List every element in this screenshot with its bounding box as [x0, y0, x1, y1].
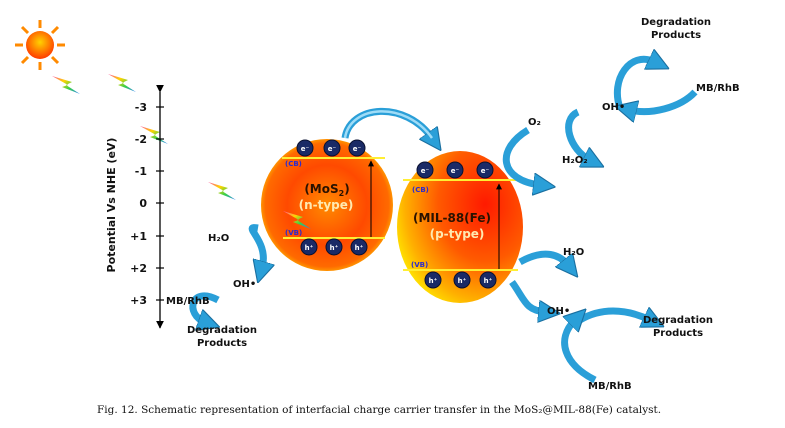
svg-text:e⁻: e⁻: [353, 145, 362, 153]
mil88-particle: (CB) (VB) (MIL-88(Fe) (p-type) e⁻ e⁻ e⁻ …: [397, 151, 523, 303]
pollutant-label: MB/RhB: [696, 83, 740, 94]
reaction-arrow: [189, 292, 218, 322]
hydroxyl-radical-label: OH•: [602, 102, 625, 113]
material-name: (MoS2): [304, 182, 349, 198]
svg-text:h⁺: h⁺: [458, 277, 467, 285]
electron: e⁻: [446, 161, 464, 179]
svg-text:e⁻: e⁻: [328, 145, 337, 153]
degradation-products-label: Products: [653, 328, 703, 339]
degradation-products-label: Products: [197, 338, 247, 349]
reaction-arrow: [509, 279, 545, 312]
reaction-arrow: [248, 224, 263, 268]
svg-text:e⁻: e⁻: [421, 167, 430, 175]
electron: e⁻: [323, 139, 341, 157]
degradation-products-label: Products: [651, 30, 701, 41]
electron-transfer-arrow: [341, 107, 432, 138]
electron: e⁻: [416, 161, 434, 179]
svg-text:h⁺: h⁺: [330, 244, 339, 252]
reaction-arrow: [578, 311, 650, 320]
hole: h⁺: [350, 238, 368, 256]
lightning-icon: [208, 182, 236, 200]
degradation-products-label: Degradation: [641, 17, 711, 28]
hole: h⁺: [325, 238, 343, 256]
axis-label: Potential Vs NHE (eV): [105, 138, 118, 273]
svg-text:h⁺: h⁺: [484, 277, 493, 285]
electron: e⁻: [296, 139, 314, 157]
electron: e⁻: [348, 139, 366, 157]
hydroxyl-radical-label: OH•: [547, 306, 570, 317]
h2o2-label: H₂O₂: [562, 155, 588, 166]
material-name: (MIL-88(Fe): [413, 211, 491, 225]
tick-label: -2: [135, 133, 147, 146]
vb-label: (VB): [411, 261, 428, 269]
hole: h⁺: [453, 271, 471, 289]
h2o-label: H₂O: [208, 233, 229, 244]
lightning-icon: [52, 76, 80, 94]
svg-text:h⁺: h⁺: [429, 277, 438, 285]
hole: h⁺: [300, 238, 318, 256]
oxygen-label: O₂: [528, 117, 541, 128]
cb-label: (CB): [412, 186, 429, 194]
svg-text:h⁺: h⁺: [305, 244, 314, 252]
reaction-arrow: [561, 320, 597, 384]
degradation-products-label: Degradation: [643, 315, 713, 326]
tick-label: +3: [130, 294, 147, 307]
potential-axis: -3 -2 -1 0 +1 +2 +3 Potential Vs NHE (eV…: [105, 84, 164, 329]
hole: h⁺: [479, 271, 497, 289]
vb-label: (VB): [285, 229, 302, 237]
material-type: (n-type): [299, 198, 354, 212]
sun-icon: [15, 20, 65, 70]
svg-text:h⁺: h⁺: [355, 244, 364, 252]
hydroxyl-radical-label: OH•: [233, 279, 256, 290]
electron: e⁻: [476, 161, 494, 179]
reaction-arrow: [613, 59, 655, 110]
reaction-arrow: [565, 108, 590, 160]
reaction-arrow: [502, 127, 540, 185]
lightning-icon: [108, 74, 136, 92]
tick-label: 0: [139, 197, 147, 210]
pollutant-label: MB/RhB: [588, 381, 632, 392]
degradation-products-label: Degradation: [187, 325, 257, 336]
mos2-particle: (CB) (VB) (MoS2) (n-type) e⁻ e⁻ e⁻ h⁺ h⁺…: [261, 139, 393, 271]
tick-label: -1: [135, 165, 147, 178]
cb-label: (CB): [285, 160, 302, 168]
pollutant-label: MB/RhB: [166, 296, 210, 307]
h2o-label: H₂O: [563, 247, 584, 258]
svg-text:e⁻: e⁻: [451, 167, 460, 175]
svg-text:e⁻: e⁻: [301, 145, 310, 153]
reaction-arrow: [630, 89, 698, 112]
reaction-arrow: [518, 250, 568, 265]
svg-text:e⁻: e⁻: [481, 167, 490, 175]
tick-label: -3: [135, 101, 147, 114]
material-type: (p-type): [430, 227, 485, 241]
tick-label: +1: [130, 230, 147, 243]
figure-caption: Fig. 12. Schematic representation of int…: [97, 404, 662, 416]
hole: h⁺: [424, 271, 442, 289]
lightning-icon: [283, 211, 311, 229]
tick-label: +2: [130, 262, 147, 275]
